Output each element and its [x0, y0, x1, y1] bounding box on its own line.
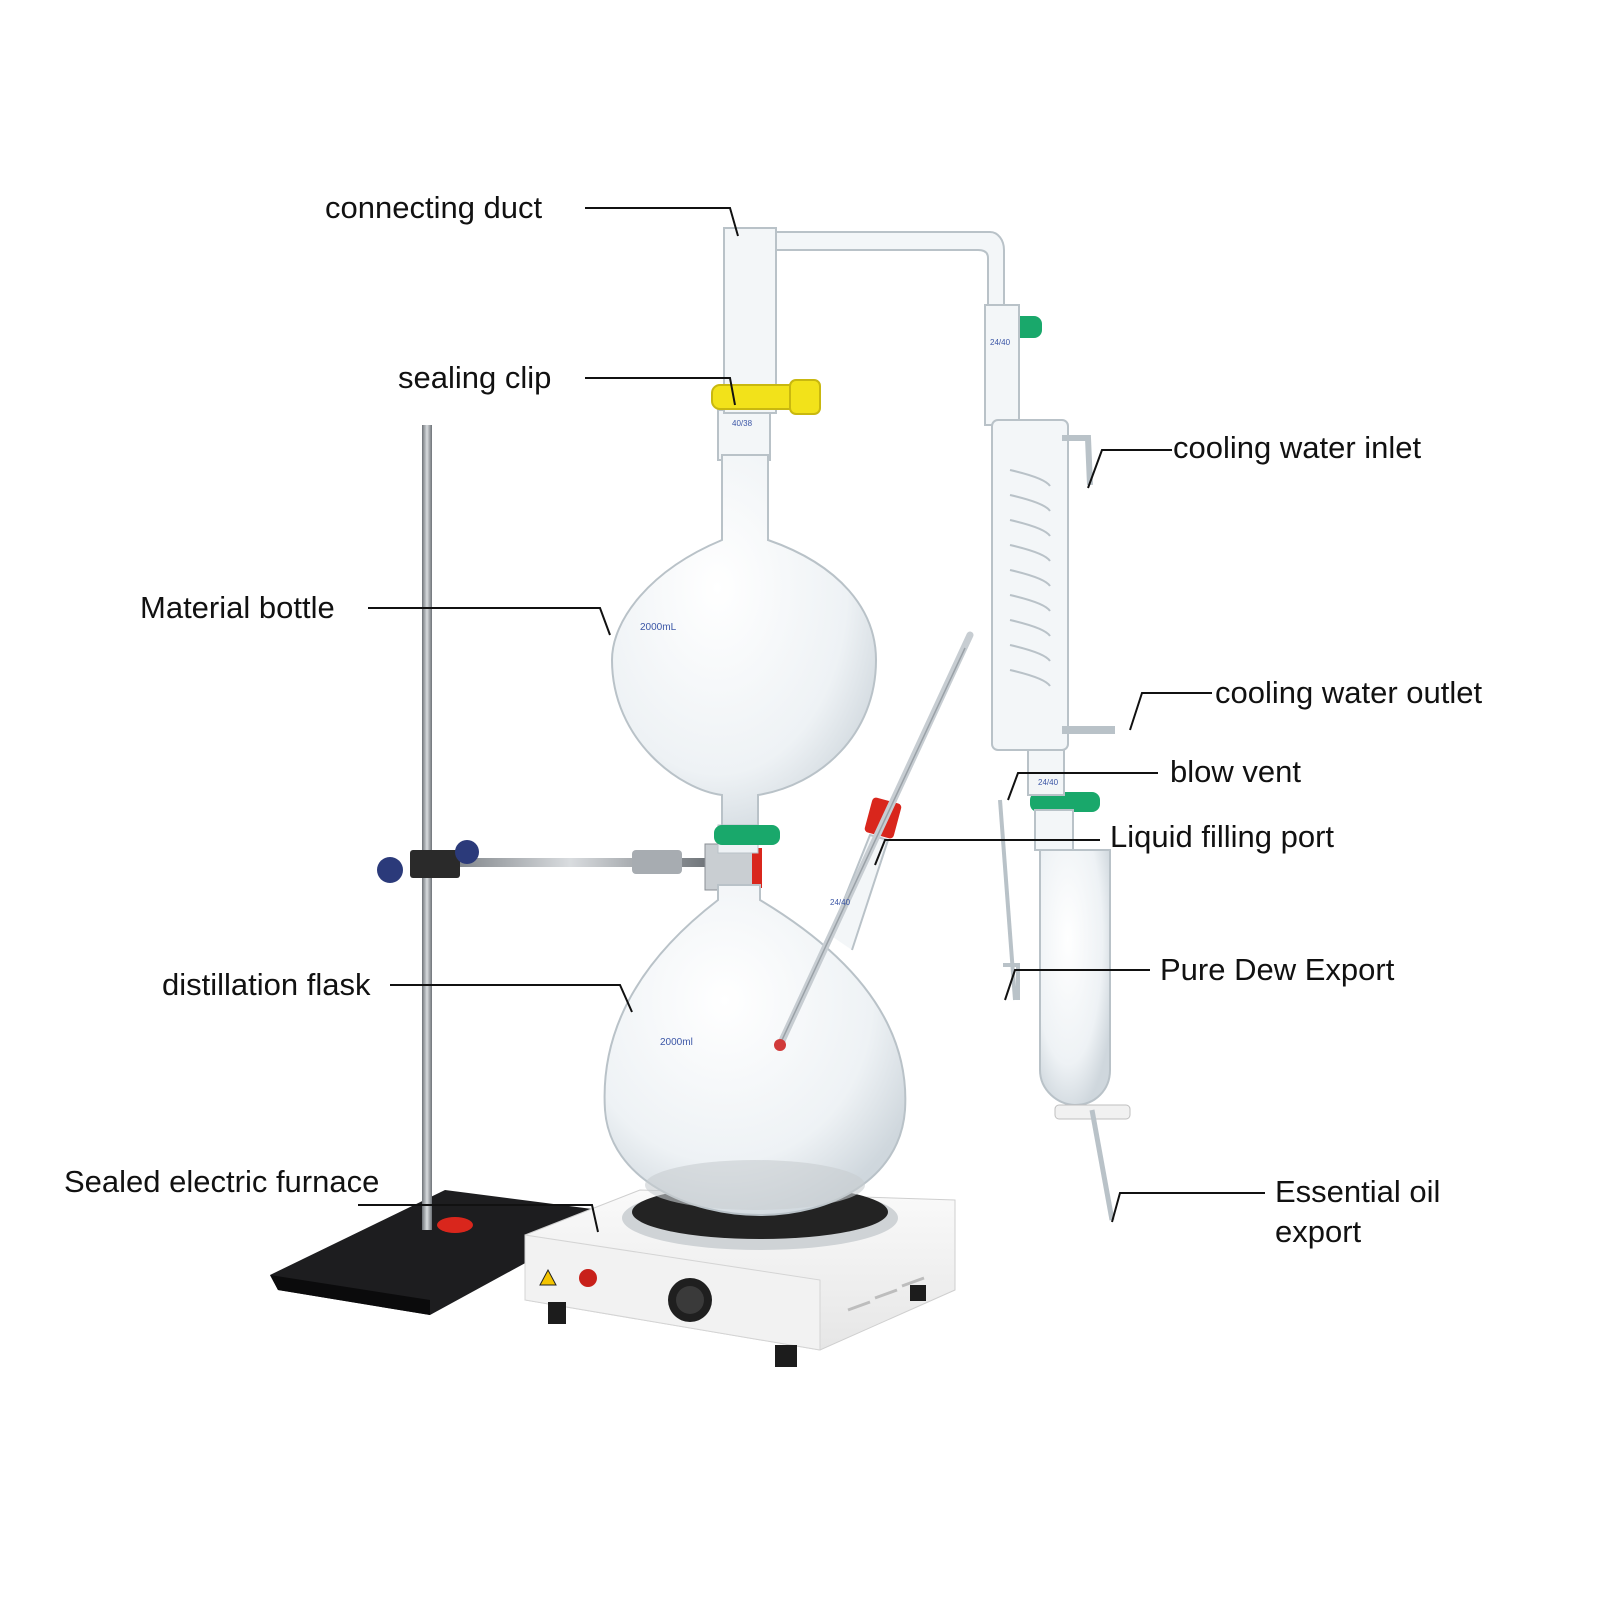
label-material-bottle: Material bottle: [140, 590, 335, 625]
label-connecting-duct: connecting duct: [325, 190, 543, 225]
leader-lines: [358, 207, 1265, 1233]
joint-top-text: 40/38: [732, 419, 753, 428]
label-distillation-flask: distillation flask: [162, 967, 371, 1002]
receiver-glass: [998, 799, 1131, 1221]
leader-cooling-water-outlet: [1129, 692, 1212, 731]
leader-sealed-electric-furnace: [358, 1204, 599, 1233]
joint-side-arm-text: 24/40: [830, 898, 851, 907]
thermometer: [774, 631, 974, 1051]
leader-blow-vent: [1007, 772, 1158, 801]
joint-condenser-top-text: 24/40: [990, 338, 1011, 347]
label-pure-dew-export: Pure Dew Export: [1160, 952, 1395, 987]
joint-condenser-mid-text: 24/40: [1038, 778, 1059, 787]
clamp-arm: [377, 840, 762, 891]
leader-connecting-duct: [585, 207, 739, 237]
leader-essential-oil-export: [1111, 1192, 1265, 1223]
leader-distillation-flask: [390, 984, 633, 1013]
label-sealed-electric-furnace: Sealed electric furnace: [64, 1164, 380, 1199]
label-cooling-water-inlet: cooling water inlet: [1173, 430, 1422, 465]
leader-material-bottle: [368, 607, 611, 636]
distillation-flask-volume-text: 2000ml: [660, 1037, 693, 1048]
leader-pure-dew-export: [1004, 969, 1150, 1001]
leader-cooling-water-inlet: [1087, 449, 1172, 489]
sealing-clip-yellow: [711, 379, 821, 415]
label-blow-vent: blow vent: [1170, 754, 1301, 789]
label-essential-oil-export: Essential oil export: [1275, 1174, 1441, 1249]
stand-rod: [422, 425, 432, 1230]
condenser-glass: [984, 304, 1115, 796]
label-cooling-water-outlet: cooling water outlet: [1215, 675, 1483, 710]
leader-liquid-filling-port: [874, 839, 1100, 866]
material-bottle-volume-text: 2000mL: [640, 622, 677, 633]
label-liquid-filling-port: Liquid filling port: [1110, 819, 1335, 854]
connecting-duct-glass: [723, 227, 1005, 414]
label-sealing-clip: sealing clip: [398, 360, 552, 395]
stand-base: [270, 1190, 600, 1315]
leader-sealing-clip: [585, 377, 736, 406]
